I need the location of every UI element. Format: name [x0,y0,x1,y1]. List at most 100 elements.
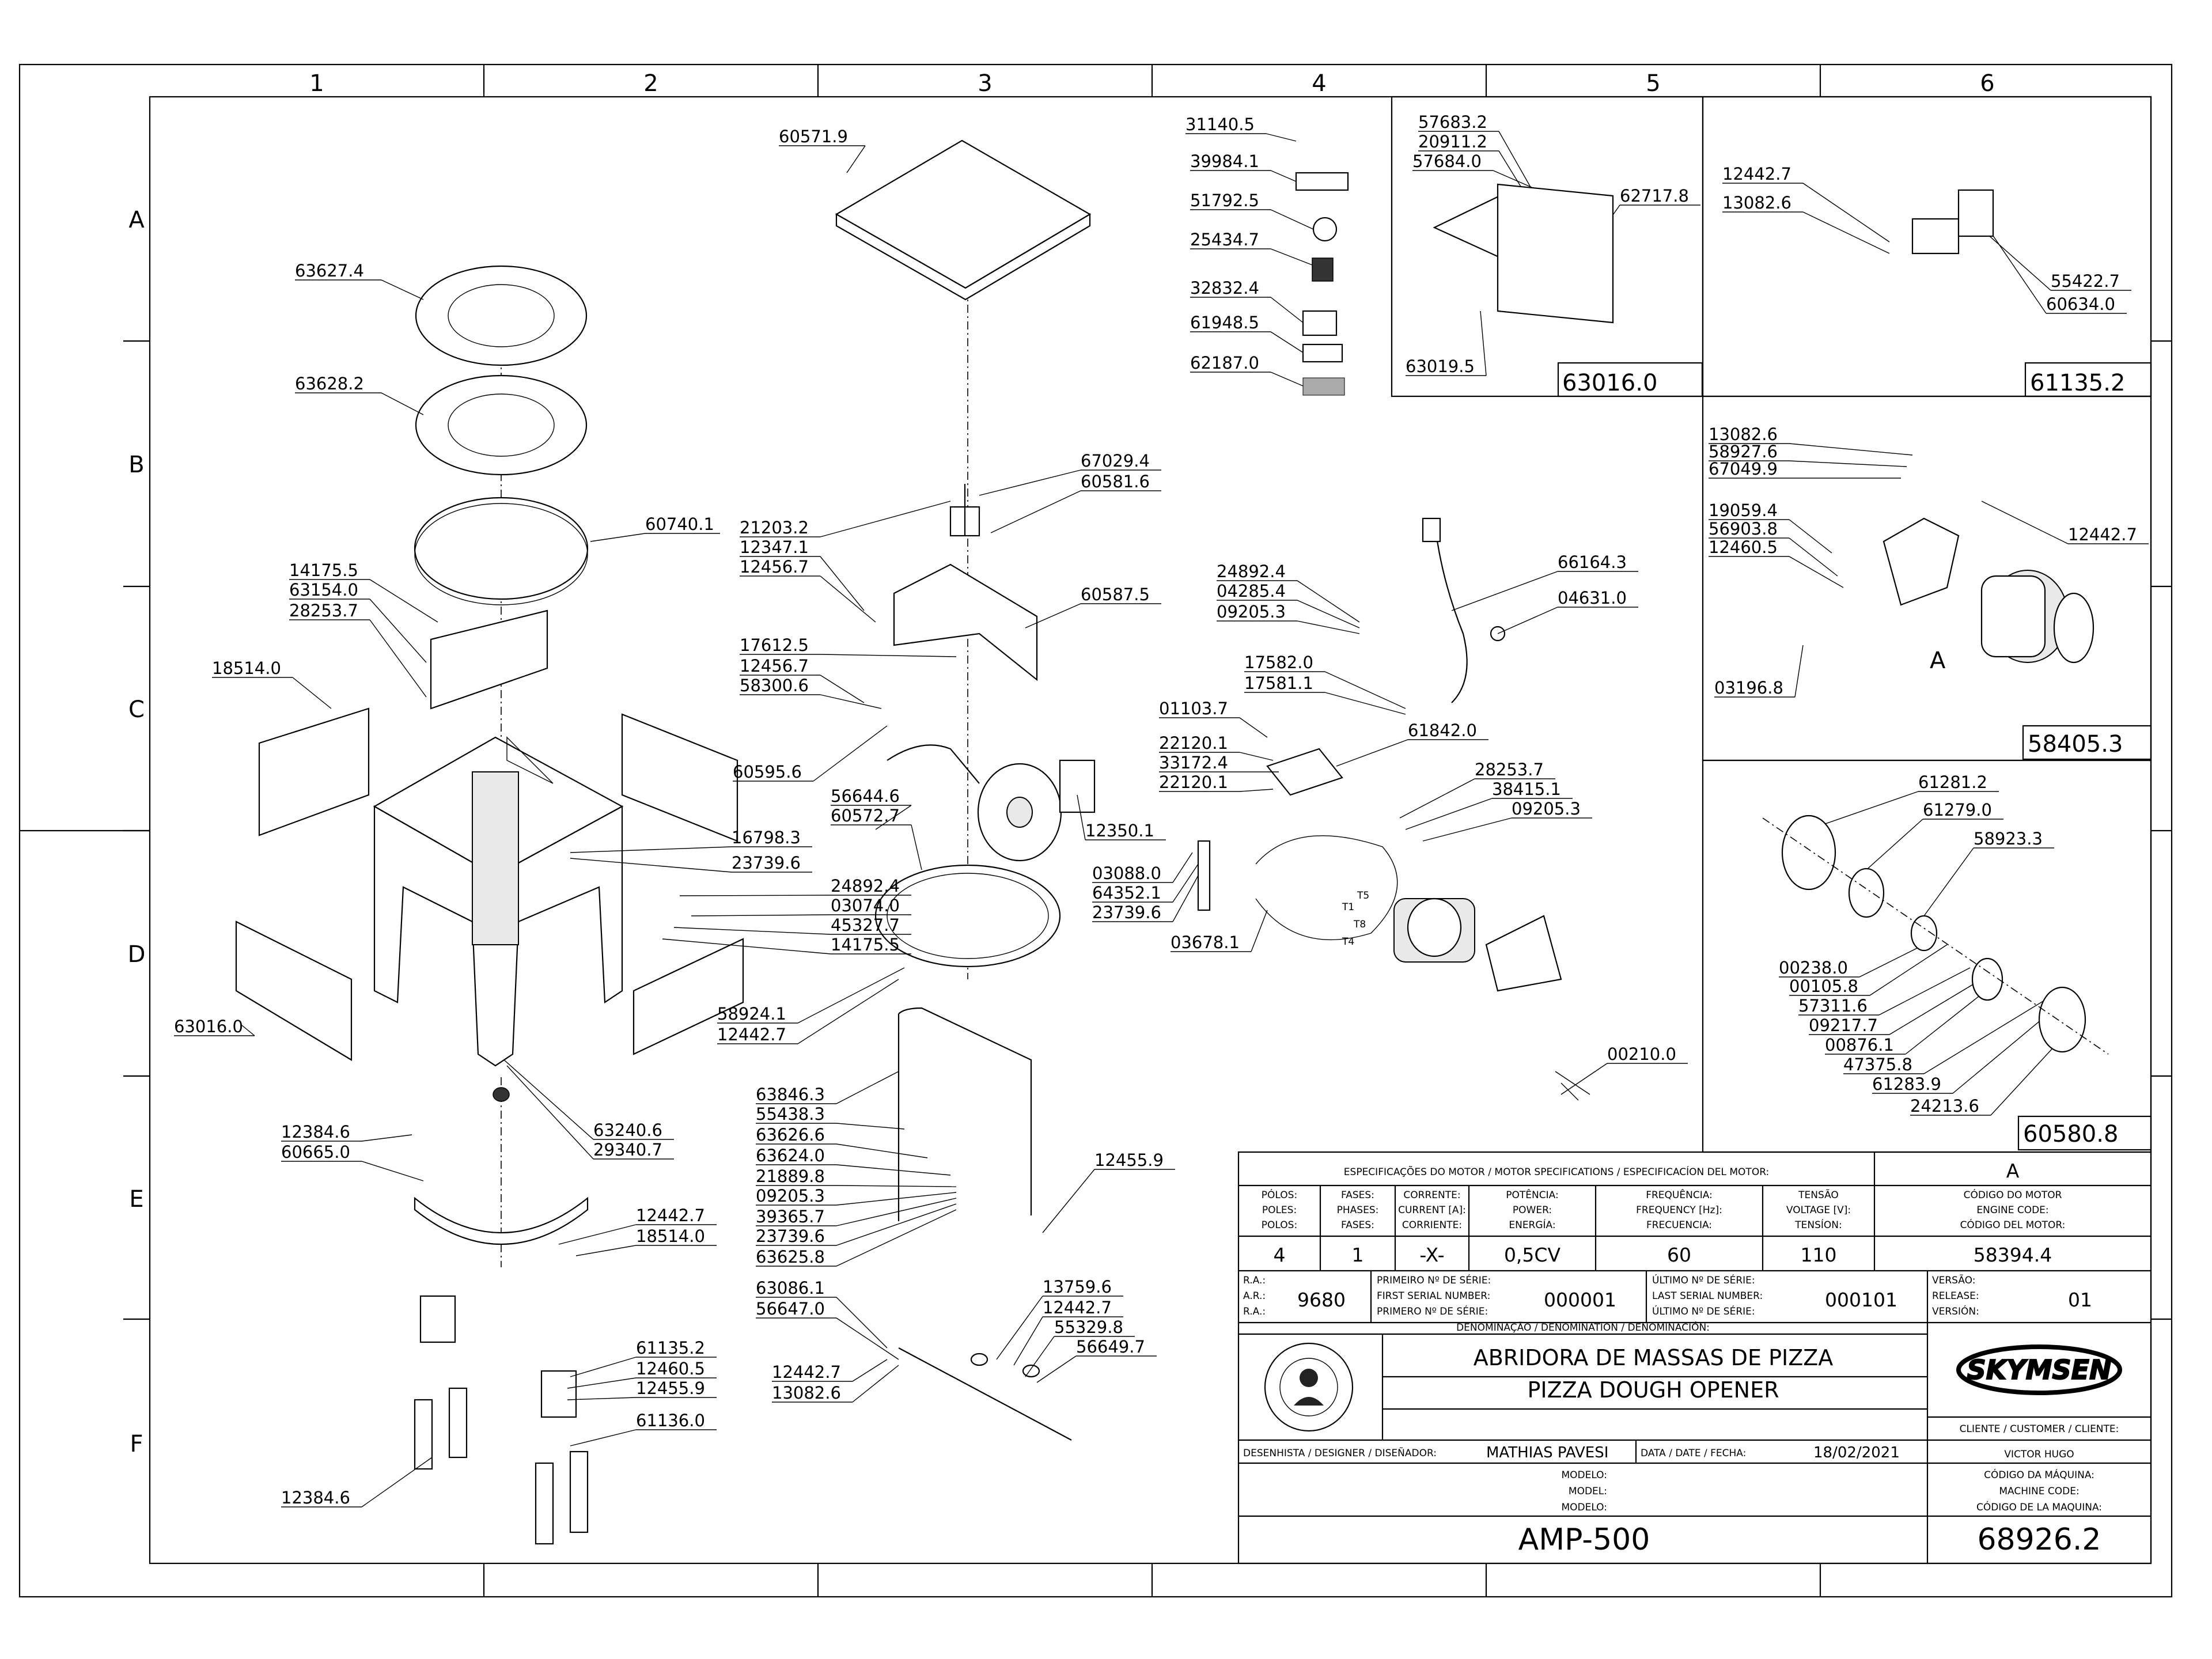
leader-line [1923,847,1974,916]
spec-header: CURRENT [A]: [1398,1205,1466,1216]
zone-col-5: 5 [1646,70,1660,97]
leader-line [1808,791,1919,830]
leader-line [797,979,899,1044]
part-label-p18: 60595.6 [733,762,802,782]
leader-line [1239,752,1274,761]
spec-header: FREQUÊNCIA: [1646,1188,1713,1201]
spec-value: 0,5CV [1504,1244,1561,1266]
spec-header: VOLTAGE [V]: [1786,1205,1851,1216]
first-serial-label-1: PRIMEIRO Nº DE SÉRIE: [1377,1274,1491,1286]
part-label-p31: 29340.7 [593,1140,662,1160]
first-serial-label-3: PRIMERO Nº DE SÉRIE: [1377,1305,1488,1317]
part-label-p78: 61842.0 [1408,721,1477,740]
leader-line [673,927,831,935]
detail-part-label: 60634.0 [2046,294,2115,314]
leader-line [1270,331,1304,353]
leader-line [1480,310,1487,376]
leader-line [836,1297,888,1349]
detail-part-label: 13082.6 [1709,425,1778,444]
leader-line [846,145,866,173]
ra-label-1: R.A.: [1243,1275,1266,1286]
part-label-p8: 18514.0 [212,658,281,678]
detail-part-label: 03196.8 [1714,678,1783,698]
leader-line [662,938,831,955]
leader-line [381,279,424,300]
date-value: 18/02/2021 [1813,1444,1900,1461]
leader-line [1266,133,1297,142]
part-label-p75: 22120.1 [1159,733,1228,753]
part-label-p36: 61135.2 [636,1338,705,1358]
zone-row-a: A [128,207,145,233]
spec-header: CORRIENTE: [1402,1219,1462,1231]
detail-id-60580: 60580.8 [2023,1121,2118,1147]
brand-logo: SKYMSEN [1956,1344,2122,1395]
leader-line [1336,739,1408,767]
leader-line [1981,501,2069,544]
leader-line [852,1359,888,1382]
leader-line [1239,717,1268,738]
leader-line [836,1317,899,1360]
part-label-p83: 64352.1 [1092,883,1161,903]
leader-line [852,1365,899,1403]
spec-header: PÓLOS: [1262,1188,1297,1201]
part-label-p41: 63846.3 [756,1085,825,1104]
part-label-p56: 12442.7 [1043,1298,1112,1317]
part-label-p50: 12455.9 [1094,1150,1164,1170]
leader-line [1422,817,1512,842]
leader-line [292,677,332,709]
detail-part-label: 20911.2 [1418,132,1487,151]
part-label-p15: 17612.5 [740,635,809,655]
detail-box-60580: 60580.8 [1702,759,2152,1153]
part-label-p69: 09205.3 [1217,602,1286,622]
leader-line [369,599,427,663]
spec-header: CÓDIGO DO MOTOR [1964,1188,2062,1201]
version-value: 01 [2068,1289,2092,1311]
leader-line [911,824,922,870]
detail-view-a: A [1930,647,1946,674]
part-label-p13: 12456.7 [740,557,809,577]
detail-part-label: 62717.8 [1620,186,1689,206]
part-label-p49: 63625.8 [756,1247,825,1267]
part-label-p43: 63626.6 [756,1125,825,1145]
brand-name: SKYMSEN [1967,1354,2112,1385]
part-label-p86: 00210.0 [1607,1044,1676,1064]
leader-line [1802,211,1890,254]
spec-header: FREQUENCY [Hz]: [1636,1205,1722,1216]
detail-part-label: 57684.0 [1412,151,1482,171]
part-label-p73: 17581.1 [1244,673,1313,693]
part-label-p17: 58300.6 [740,676,809,695]
part-label-p80: 38415.1 [1492,779,1561,799]
leader-line [836,1209,957,1267]
model-label-3: MODELO: [1561,1502,1607,1513]
zone-col-6: 6 [1980,70,1994,97]
leader-line [820,694,882,709]
leader-line [797,967,905,1024]
part-label-p5: 14175.5 [289,560,358,580]
leader-line [1013,1316,1043,1366]
part-label-p65: 61948.5 [1190,313,1259,332]
leader-line [836,1185,957,1187]
leader-line [570,858,732,873]
last-serial-label-3: ÚLTIMO Nº DE SÉRIE: [1652,1305,1755,1317]
leader-line [836,1192,957,1206]
motor-spec-view: A [2006,1160,2020,1182]
first-serial-label-2: FIRST SERIAL NUMBER: [1377,1290,1490,1302]
detail-id-58405: 58405.3 [2028,731,2123,757]
leader-line [836,1143,928,1158]
detail-part-label: 12442.7 [1722,164,1791,184]
last-serial: 000101 [1825,1289,1897,1311]
part-label-p16: 12456.7 [740,656,809,676]
leader-line [1025,603,1081,628]
leader-line [1789,460,1907,467]
part-label-p26: 14175.5 [831,935,900,955]
detail-box-63016: 63016.0 [1391,96,1704,397]
part-label-p35: 18514.0 [636,1226,705,1246]
leader-line [361,1457,433,1508]
machine-code-value: 68926.2 [1977,1522,2101,1557]
part-label-p28: 12442.7 [717,1025,786,1044]
detail-part-label: 00876.1 [1825,1035,1894,1055]
leader-line [813,725,888,782]
leader-line [820,556,865,611]
part-label-p4: 60740.1 [645,514,714,534]
